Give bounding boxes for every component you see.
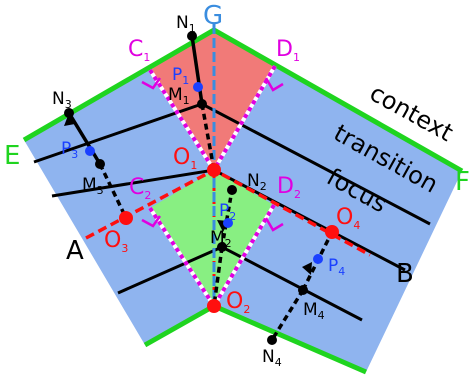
point-n2 — [227, 185, 237, 195]
label-m1: M1 — [168, 85, 190, 107]
label-c2: C2 — [129, 175, 151, 202]
arrowhead-p3 — [64, 113, 75, 126]
point-o1 — [207, 163, 221, 177]
label-c1: C1 — [128, 37, 150, 64]
arrowhead-p4 — [302, 262, 312, 275]
label-n3: N3 — [52, 89, 72, 111]
label-n2: N2 — [247, 171, 267, 193]
label-m4: M4 — [303, 300, 325, 322]
blue-points — [85, 82, 323, 264]
green-wedge-region — [150, 170, 274, 306]
point-p1 — [193, 82, 203, 92]
label-p2: P2 — [219, 201, 236, 223]
point-p3 — [85, 146, 95, 156]
point-m3 — [95, 159, 105, 169]
label-m3: M3 — [82, 175, 104, 197]
label-b: B — [396, 259, 414, 289]
black-points — [64, 31, 308, 345]
point-m1 — [197, 99, 207, 109]
label-e: E — [4, 141, 20, 171]
label-n4: N4 — [262, 347, 282, 369]
point-o2 — [207, 299, 221, 313]
right-angle-c1 — [141, 77, 162, 90]
segment-m1-n1 — [190, 35, 204, 105]
wedge-border-d1 — [212, 64, 277, 172]
point-n1 — [187, 31, 197, 41]
label-o3: O3 — [104, 228, 128, 255]
point-n3 — [64, 108, 74, 118]
magenta-wedge-borders — [148, 64, 277, 308]
label-n1: N1 — [176, 13, 196, 35]
point-m2 — [217, 242, 227, 252]
segment-m1-o1 — [200, 103, 216, 171]
label-o4: O4 — [336, 205, 360, 232]
point-p4 — [313, 254, 323, 264]
label-d1: D1 — [276, 37, 300, 64]
red-points — [119, 163, 339, 313]
segment-m3-n3 — [67, 112, 102, 165]
point-o3 — [119, 211, 133, 225]
label-g: G — [203, 1, 223, 31]
label-m2: M2 — [210, 228, 232, 250]
label-f: F — [455, 167, 470, 197]
right-angle-d1 — [264, 77, 284, 92]
labels: G E F A B C1 D1 C2 D2 O1 O2 O3 O4 N1 N2 … — [4, 1, 470, 369]
label-p3: P3 — [61, 139, 78, 161]
label-a: A — [66, 236, 84, 266]
label-o1: O1 — [173, 145, 197, 172]
right-angle-markers — [141, 77, 284, 232]
label-p1: P1 — [172, 65, 189, 87]
label-p4: P4 — [328, 256, 345, 278]
point-o4 — [325, 225, 339, 239]
point-m4 — [298, 285, 308, 295]
right-angle-d2 — [264, 217, 284, 232]
label-o2: O2 — [226, 289, 250, 316]
point-p2 — [223, 218, 233, 228]
point-n4 — [267, 335, 277, 345]
right-angle-c2 — [141, 215, 162, 228]
label-d2: D2 — [277, 174, 301, 201]
